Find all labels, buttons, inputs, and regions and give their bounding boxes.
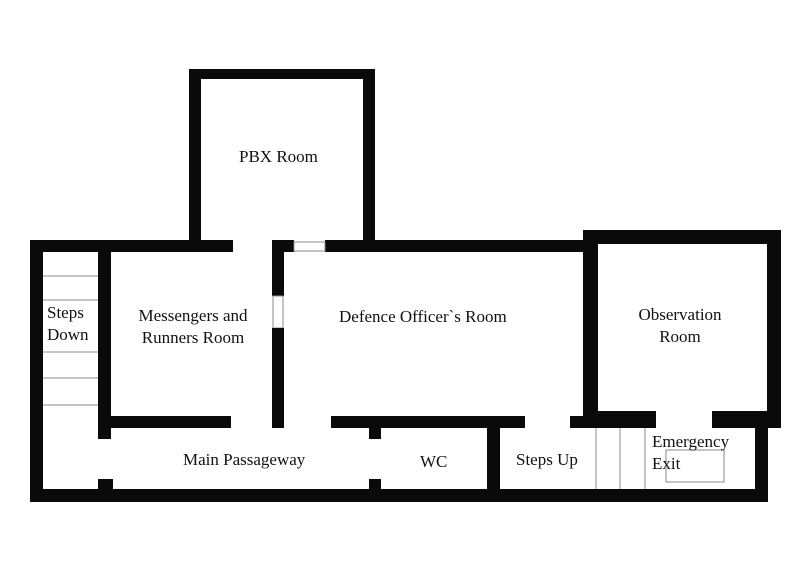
wc-right-wall (487, 428, 500, 502)
emergency-exit-label: Emergency Exit (652, 431, 729, 475)
pbx-left-wall (189, 69, 201, 248)
observation-right-wall (767, 230, 781, 428)
passage-pillar (98, 479, 113, 491)
wc-pillar-bottom (369, 479, 381, 491)
messengers-line-1: Messengers and (138, 306, 248, 325)
partition-upper (272, 240, 284, 296)
messengers-line-2: Runners Room (141, 328, 245, 347)
wc-label: WC (420, 452, 448, 471)
observation-line-2: Room (659, 327, 701, 346)
emergency-line-2: Exit (652, 454, 681, 473)
bottom-outer-wall (30, 489, 768, 502)
top-wall-right (325, 240, 595, 252)
steps-down-line-2: Down (47, 325, 89, 344)
steps-down-label: Steps Down (47, 302, 89, 346)
pbx-room-label: PBX Room (239, 147, 318, 166)
east-outer-wall (755, 411, 768, 502)
steps-down-line-1: Steps (47, 303, 84, 322)
emergency-line-1: Emergency (652, 432, 730, 451)
observation-line-1: Observation (638, 305, 722, 324)
defence-officer-room-label: Defence Officer`s Room (339, 307, 507, 326)
defence-bottom-wall (331, 416, 525, 428)
steps-up-label: Steps Up (516, 450, 578, 469)
wc-pillar-top (369, 428, 381, 439)
side-door-opening (272, 295, 284, 329)
pbx-door-opening (293, 241, 326, 252)
top-wall-left (30, 240, 233, 252)
messengers-room-label: Messengers and Runners Room (126, 305, 260, 349)
emergency-exit-hatch (665, 449, 725, 483)
observation-top-wall (583, 230, 781, 244)
partition-lower (272, 328, 284, 428)
pbx-top-wall (189, 69, 375, 79)
observation-bottom-right (712, 411, 781, 428)
observation-left-wall (583, 230, 598, 428)
messengers-bottom-wall (98, 416, 231, 428)
observation-room-label: Observation Room (630, 304, 730, 348)
outer-left-wall (30, 240, 43, 502)
observation-bottom-left (583, 411, 656, 428)
stair-wall (98, 252, 111, 439)
pbx-right-wall (363, 69, 375, 248)
main-passageway-label: Main Passageway (183, 450, 306, 469)
